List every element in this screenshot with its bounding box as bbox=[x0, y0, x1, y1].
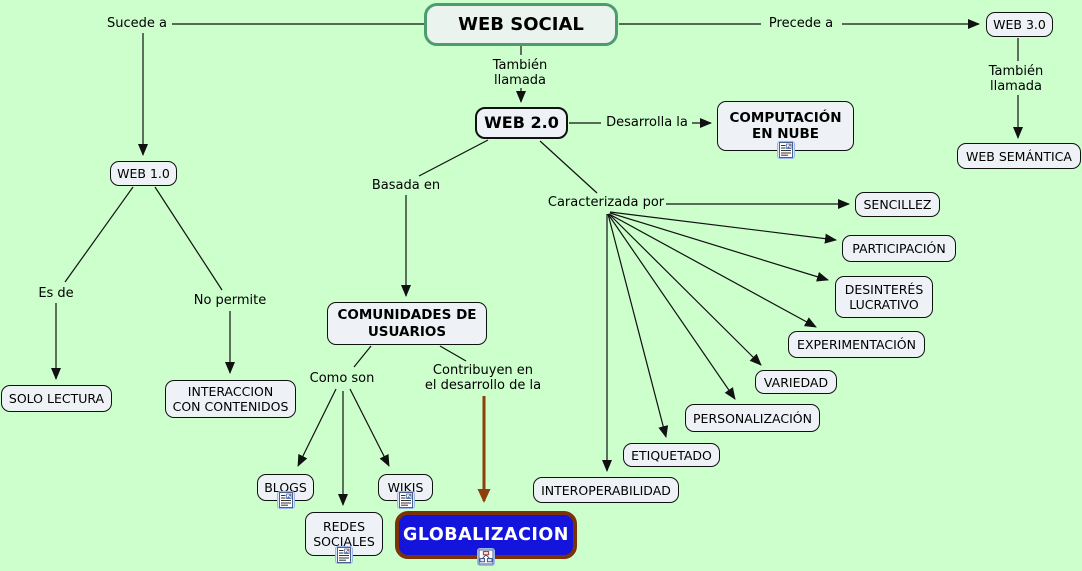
node-label: WEB SEMÁNTICA bbox=[966, 148, 1072, 164]
link-label-precede-a[interactable]: Precede a bbox=[768, 16, 834, 31]
connector-caracterizada-desinteres bbox=[609, 212, 829, 282]
link-label-tambien-llamada-web30[interactable]: También llamada bbox=[988, 64, 1044, 95]
node-label: EXPERIMENTACIÓN bbox=[797, 337, 916, 352]
node-desinteres-lucrativo[interactable]: DESINTERÉS LUCRATIVO bbox=[835, 276, 933, 318]
node-participacion[interactable]: PARTICIPACIÓN bbox=[842, 235, 956, 262]
node-label: WEB 1.0 bbox=[117, 166, 170, 181]
connector-caracterizada-personalizacion bbox=[607, 213, 736, 400]
node-label: COMPUTACIÓN EN NUBE bbox=[729, 109, 842, 142]
node-sencillez[interactable]: SENCILLEZ bbox=[855, 192, 940, 217]
node-label: WIKIS bbox=[387, 480, 424, 495]
node-wikis[interactable]: WIKIS bbox=[378, 474, 433, 501]
node-label: SOLO LECTURA bbox=[8, 391, 105, 406]
node-label: COMUNIDADES DE USUARIOS bbox=[337, 307, 477, 340]
node-variedad[interactable]: VARIEDAD bbox=[755, 370, 837, 394]
connector-caracterizada-experimentacion bbox=[608, 213, 817, 328]
link-label-desarrolla-la[interactable]: Desarrolla la bbox=[606, 115, 688, 130]
resource-document-icon[interactable] bbox=[335, 546, 353, 564]
node-computacion-en-nube[interactable]: COMPUTACIÓN EN NUBE bbox=[717, 101, 854, 151]
node-personalizacion[interactable]: PERSONALIZACIÓN bbox=[685, 404, 820, 432]
node-label: GLOBALIZACION bbox=[403, 524, 569, 545]
connector-web10-nopermite bbox=[154, 186, 223, 291]
link-label-no-permite[interactable]: No permite bbox=[193, 293, 267, 308]
node-web-3-0[interactable]: WEB 3.0 bbox=[986, 12, 1053, 37]
node-label: ETIQUETADO bbox=[631, 447, 712, 463]
node-label: INTERACCION CON CONTENIDOS bbox=[172, 384, 289, 414]
node-web-semantica[interactable]: WEB SEMÁNTICA bbox=[957, 143, 1081, 169]
connector-caracterizada-variedad bbox=[608, 213, 762, 366]
node-label: SENCILLEZ bbox=[863, 197, 932, 212]
node-label: WEB 2.0 bbox=[484, 113, 559, 133]
link-label-basada-en[interactable]: Basada en bbox=[371, 178, 441, 193]
connector-comunidades-comoson bbox=[353, 345, 372, 368]
connector-comunidades-contribuyen bbox=[439, 345, 467, 362]
node-interaccion-con-contenidos[interactable]: INTERACCION CON CONTENIDOS bbox=[165, 380, 296, 418]
connector-lines bbox=[51, 19, 1023, 506]
connector-comoson-wikis bbox=[349, 388, 390, 467]
node-comunidades-de-usuarios[interactable]: COMUNIDADES DE USUARIOS bbox=[327, 302, 487, 345]
link-label-como-son[interactable]: Como son bbox=[309, 371, 375, 386]
resource-document-icon[interactable] bbox=[277, 491, 295, 509]
link-label-caracterizada-por[interactable]: Caracterizada por bbox=[547, 195, 665, 210]
node-web-2-0[interactable]: WEB 2.0 bbox=[475, 107, 568, 139]
link-label-contribuyen[interactable]: Contribuyen en el desarrollo de la bbox=[424, 363, 542, 394]
node-label: DESINTERÉS LUCRATIVO bbox=[844, 282, 924, 312]
node-redes-sociales[interactable]: REDES SOCIALES bbox=[305, 512, 383, 556]
node-blogs[interactable]: BLOGS bbox=[257, 474, 314, 501]
node-interoperabilidad[interactable]: INTEROPERABILIDAD bbox=[533, 477, 679, 503]
node-label: INTEROPERABILIDAD bbox=[541, 482, 671, 498]
connector-caracterizada-etiquetado bbox=[607, 213, 669, 438]
node-label: PERSONALIZACIÓN bbox=[693, 410, 812, 426]
node-globalizacion[interactable]: GLOBALIZACION bbox=[395, 511, 577, 559]
connector-web10-esde bbox=[64, 186, 134, 283]
node-label: REDES SOCIALES bbox=[313, 519, 375, 549]
resource-document-icon[interactable] bbox=[397, 491, 415, 509]
node-solo-lectura[interactable]: SOLO LECTURA bbox=[1, 385, 112, 412]
node-label: VARIEDAD bbox=[763, 374, 829, 390]
resource-document-icon[interactable] bbox=[777, 141, 795, 159]
node-web-social[interactable]: WEB SOCIAL bbox=[424, 3, 618, 46]
node-experimentacion[interactable]: EXPERIMENTACIÓN bbox=[788, 331, 925, 358]
link-label-sucede-a[interactable]: Sucede a bbox=[107, 16, 167, 31]
node-label: WEB SOCIAL bbox=[458, 13, 584, 35]
node-web-1-0[interactable]: WEB 1.0 bbox=[110, 161, 177, 186]
node-label: WEB 3.0 bbox=[993, 17, 1046, 32]
node-etiquetado[interactable]: ETIQUETADO bbox=[623, 443, 720, 467]
connector-caracterizada-participacion bbox=[609, 211, 837, 244]
link-label-tambien-llamada-web20[interactable]: También llamada bbox=[492, 58, 548, 89]
node-label: BLOGS bbox=[264, 480, 307, 495]
connector-comoson-blogs bbox=[297, 388, 337, 467]
concept-map-icon[interactable] bbox=[477, 548, 495, 566]
connector-web20-basadaen bbox=[418, 139, 489, 177]
connector-web20-caracterizadapor bbox=[539, 140, 598, 194]
link-label-es-de[interactable]: Es de bbox=[38, 286, 74, 301]
node-label: PARTICIPACIÓN bbox=[852, 241, 946, 256]
